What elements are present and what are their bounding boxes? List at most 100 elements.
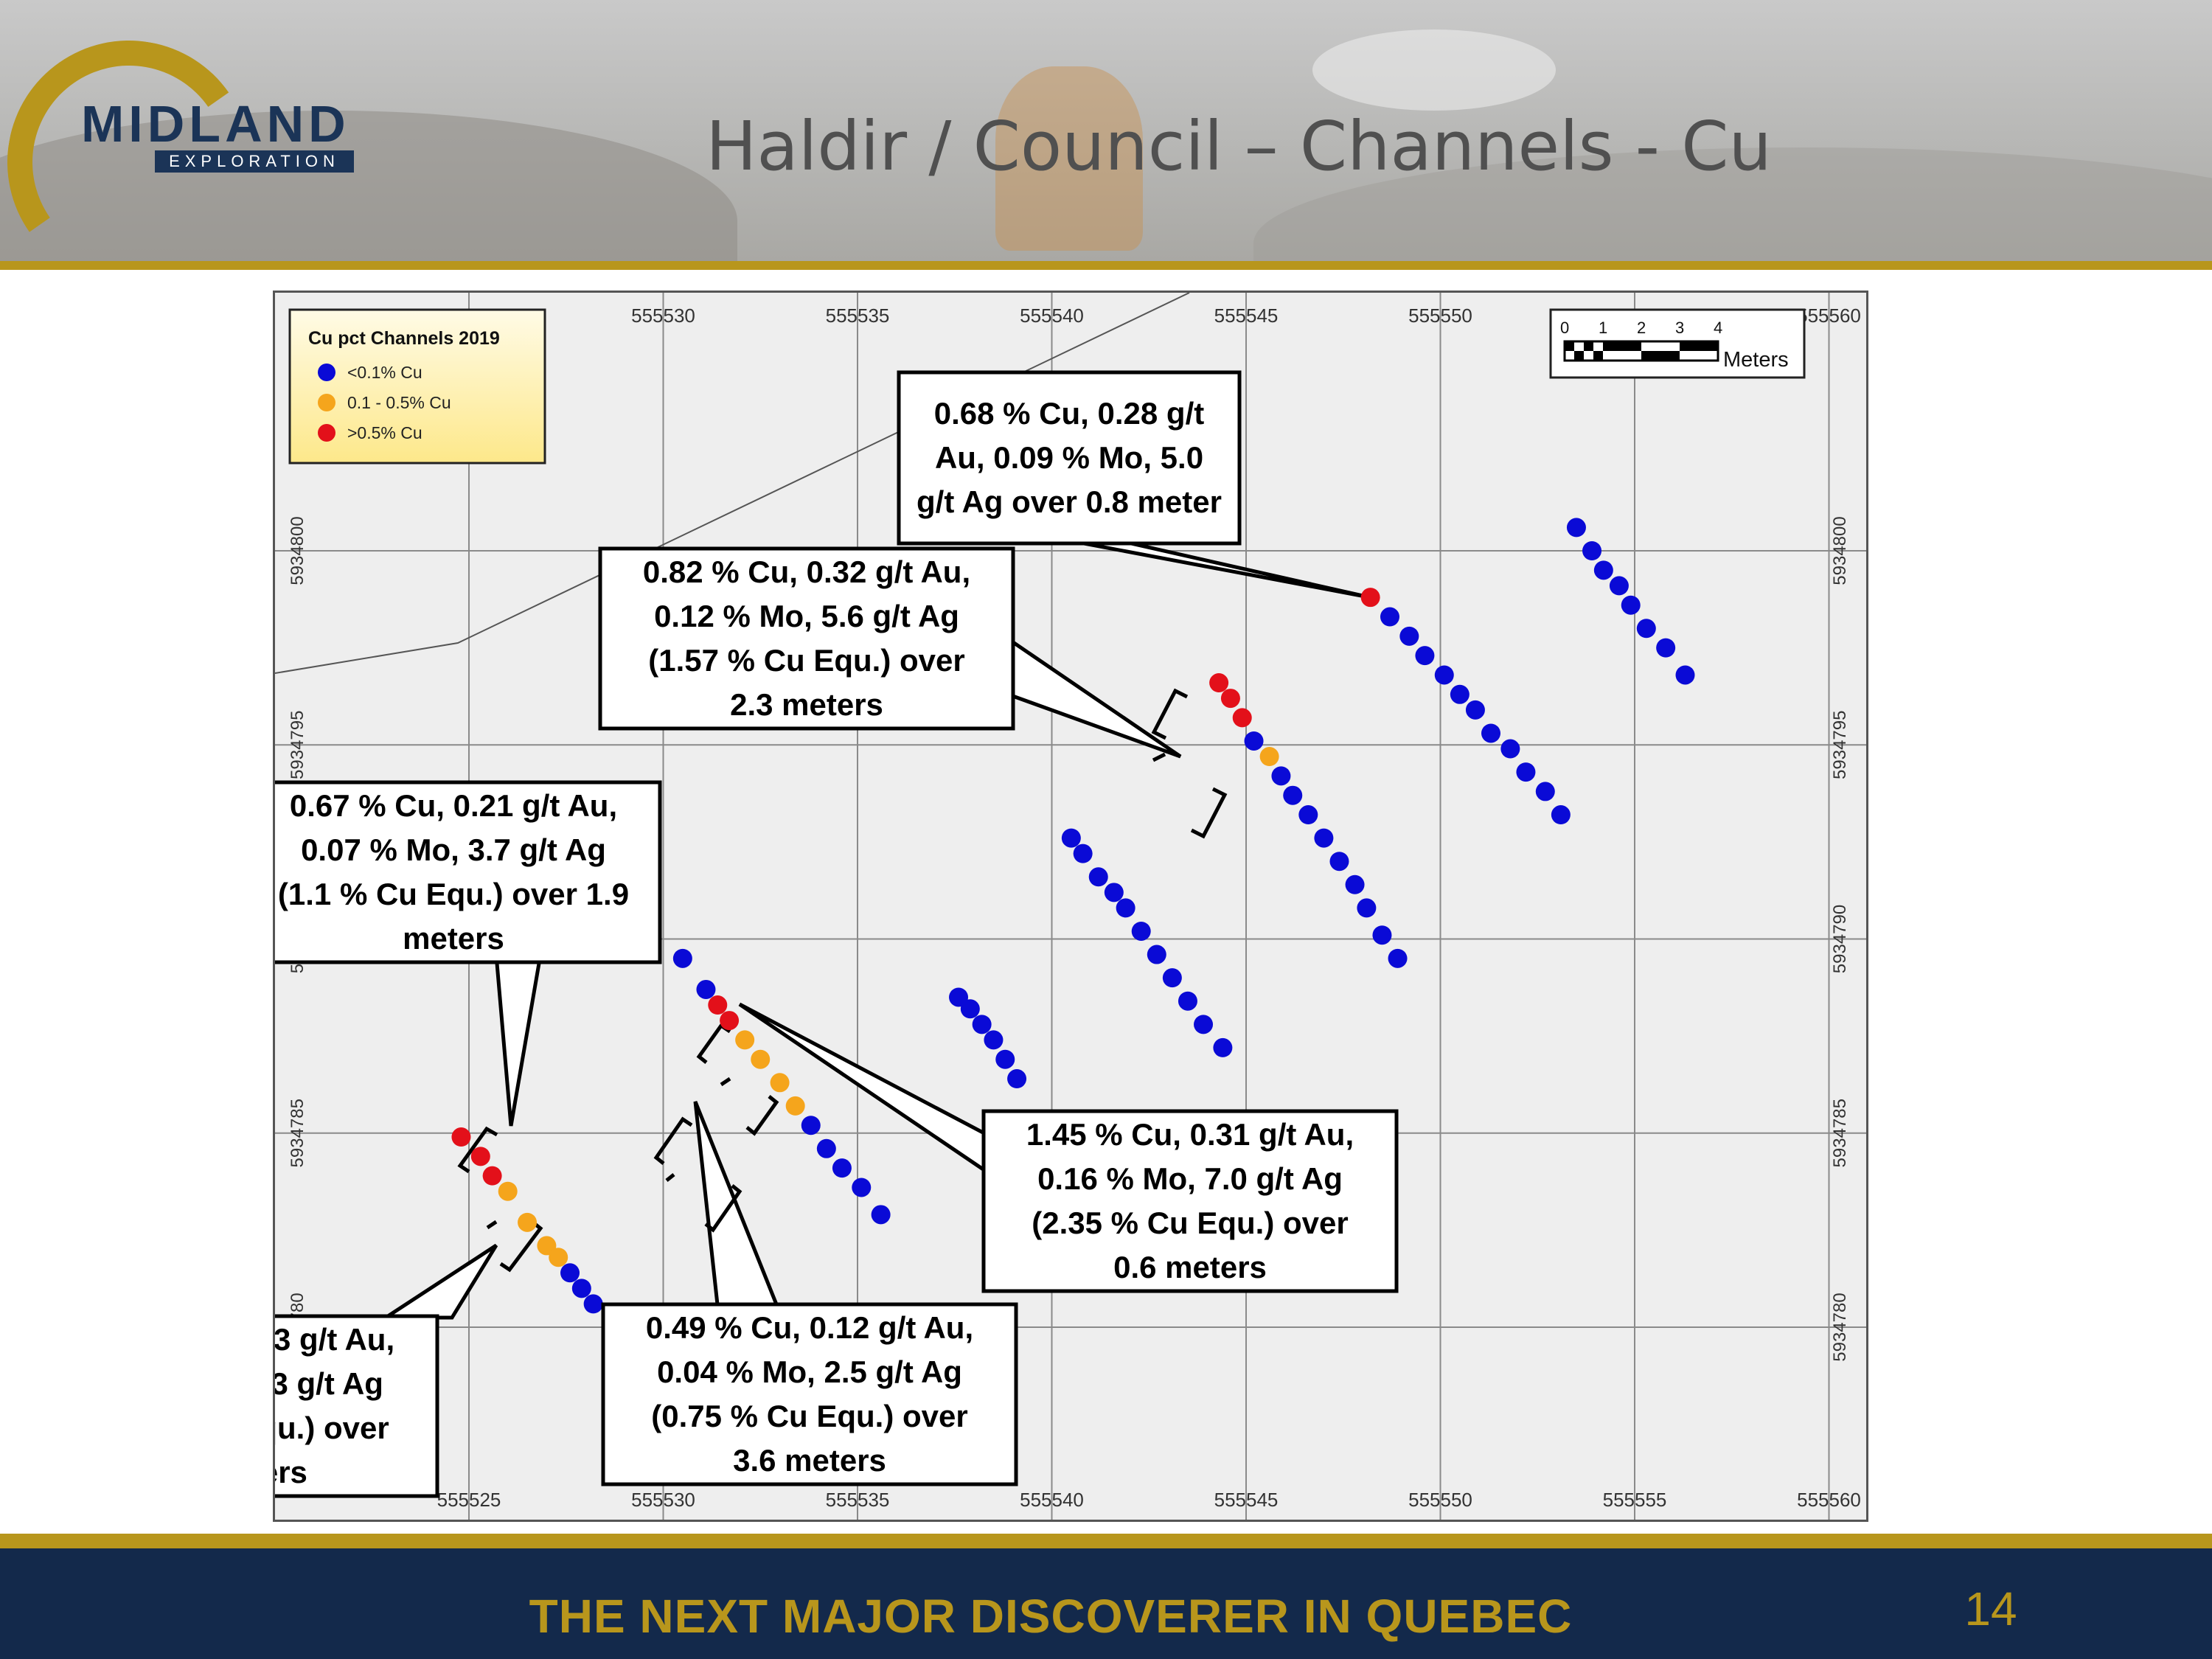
callout-text-line: 0.16 % Mo, 7.0 g/t Ag (1037, 1161, 1343, 1196)
callout-frame (897, 370, 1242, 546)
sample-point (1329, 852, 1349, 872)
map-frame: 5555255555255555305555305555355555355555… (22, 291, 1868, 1522)
callout-text-line: meters (403, 921, 504, 956)
footer-tagline: THE NEXT MAJOR DISCOVERER IN QUEBEC (529, 1590, 1573, 1643)
sample-point (832, 1158, 852, 1178)
sample-point (1566, 518, 1586, 538)
sample-point (735, 1030, 755, 1050)
sample-point (1656, 638, 1676, 658)
sample-point (1061, 828, 1081, 848)
sample-point (1360, 588, 1380, 608)
sample-point (672, 948, 692, 968)
x-tick-label-top: 555560 (1797, 305, 1861, 327)
sample-point (1609, 576, 1629, 596)
x-tick-label-bottom: 555535 (826, 1489, 890, 1511)
sample-points (451, 518, 1695, 1314)
sample-point (1465, 700, 1485, 720)
scale-tick-2: 2 (1637, 319, 1646, 337)
sample-point (1162, 968, 1182, 988)
callout-text-line: 0.41 % Cu, 0.13 g/t Au, (275, 1322, 394, 1357)
sample-point (1481, 723, 1501, 743)
sample-point (816, 1138, 836, 1158)
callout-text-line: (2.35 % Cu Equ.) over (1032, 1206, 1348, 1240)
legend-swatch-high (318, 424, 335, 442)
sample-point (995, 1049, 1015, 1069)
scale-tick-3: 3 (1675, 319, 1684, 337)
sample-point (1220, 689, 1240, 709)
callout-leader (379, 1243, 498, 1320)
callout-text-line: (0.75 % Cu Equ.) over (651, 1399, 967, 1433)
sample-point (560, 1263, 580, 1283)
sample-point (785, 1096, 805, 1116)
sample-point (1131, 921, 1151, 941)
footer-divider (0, 1534, 2212, 1548)
sample-point (1636, 619, 1656, 639)
sample-point (571, 1279, 591, 1298)
sample-point (1551, 805, 1571, 825)
sample-point (549, 1248, 568, 1267)
sample-point (852, 1178, 872, 1197)
sample-point (1147, 945, 1166, 964)
sample-point (1388, 948, 1408, 968)
sample-point (708, 995, 728, 1015)
legend-label-high: >0.5% Cu (347, 423, 422, 442)
y-tick-label-left: 5934785 (288, 1099, 307, 1167)
callout-text-line: (1.57 % Cu Equ.) over (648, 643, 964, 678)
sample-point (1298, 805, 1318, 825)
logo-sub: EXPLORATION (155, 150, 354, 173)
callout-box: 0.49 % Cu, 0.12 g/t Au,0.04 % Mo, 2.5 g/… (601, 1302, 1018, 1486)
sample-point (1621, 595, 1641, 615)
y-tick-label-right: 5934780 (1830, 1293, 1850, 1361)
sample-point (1271, 766, 1291, 786)
sample-point (801, 1116, 821, 1135)
callout-box: 0.68 % Cu, 0.28 g/tAu, 0.09 % Mo, 5.0g/t… (897, 370, 1242, 546)
x-tick-label-bottom: 555530 (631, 1489, 695, 1511)
callout-box: 0.41 % Cu, 0.13 g/t Au, 0.04 % Mo, 2.3 g/… (22, 1314, 439, 1498)
sample-point (1582, 541, 1602, 560)
helicopter-icon (1312, 29, 1556, 111)
scale-tick-1: 1 (1599, 319, 1607, 337)
callout-leader (494, 953, 543, 1127)
sample-point (1415, 646, 1435, 666)
sample-point (1194, 1015, 1214, 1034)
sample-point (498, 1181, 518, 1201)
sample-point (470, 1147, 490, 1166)
scale-bar: 0 1 2 3 4 Meters (1549, 308, 1806, 379)
sample-point (1380, 607, 1399, 627)
x-tick-label-bottom: 555540 (1020, 1489, 1084, 1511)
y-tick-label-right: 5934785 (1830, 1099, 1850, 1167)
sample-point (1104, 883, 1124, 902)
sample-point (583, 1294, 603, 1314)
callout-frame (981, 1109, 1399, 1293)
x-tick-label-bottom: 555550 (1408, 1489, 1472, 1511)
callout-leader (1056, 536, 1370, 599)
callout-leader (693, 1101, 779, 1307)
sample-point (871, 1205, 891, 1225)
channel-map: 5555255555255555305555305555355555355555… (22, 292, 1866, 1520)
sample-point (1450, 684, 1470, 704)
sample-point (770, 1073, 790, 1093)
sample-point (1675, 665, 1695, 685)
callout-text-line: 0.04 % Mo, 2.3 g/t Ag (275, 1366, 383, 1401)
legend-label-low: <0.1% Cu (347, 363, 422, 382)
sample-point (1244, 731, 1264, 751)
sample-point (949, 987, 969, 1007)
page-number: 14 (1964, 1582, 2017, 1635)
sample-point (1209, 673, 1229, 693)
callout-text-line: Au, 0.09 % Mo, 5.0 (935, 440, 1203, 475)
callout-text-line: 0.12 % Mo, 5.6 g/t Ag (654, 599, 959, 633)
sample-point (1357, 898, 1377, 918)
footer-bar (0, 1548, 2212, 1659)
sample-point (1399, 626, 1419, 646)
sample-point (1259, 747, 1279, 767)
x-tick-label-bottom: 555525 (437, 1489, 501, 1511)
x-tick-label-top: 555545 (1214, 305, 1279, 327)
sample-point (1535, 782, 1555, 801)
header-divider (0, 261, 2212, 270)
x-tick-label-top: 555535 (826, 305, 890, 327)
scale-tick-0: 0 (1560, 319, 1569, 337)
interval-bracket (457, 1126, 543, 1273)
callout-text-line: (0.67 % Cu Equ.) over (275, 1411, 389, 1445)
sample-point (1232, 708, 1252, 728)
callout-text-line: 0.49 % Cu, 0.12 g/t Au, (646, 1310, 973, 1345)
